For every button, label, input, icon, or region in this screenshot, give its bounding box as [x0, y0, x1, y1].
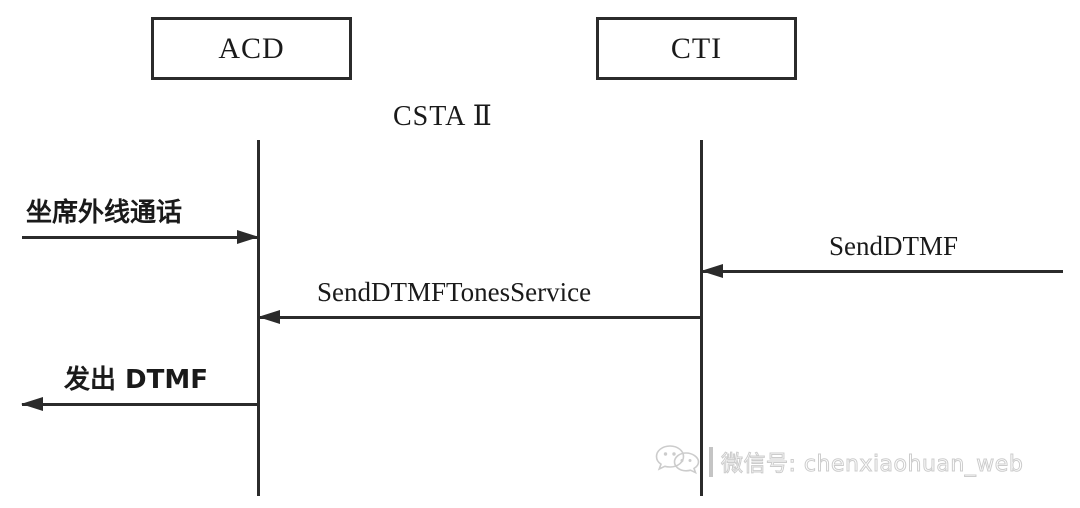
message-line-send-dtmf	[702, 270, 1063, 273]
message-label-agent-call: 坐席外线通话	[26, 198, 183, 229]
watermark: 微信号: chenxiaohuan_web	[655, 443, 1023, 480]
actor-box-acd: ACD	[151, 17, 352, 80]
message-line-agent-call	[22, 236, 258, 239]
arrowhead-left-emit-dtmf	[21, 397, 43, 411]
watermark-divider	[709, 446, 713, 477]
protocol-label-csta: CSTA Ⅱ	[393, 101, 493, 132]
arrowhead-right-agent-call	[237, 230, 259, 244]
wechat-icon	[655, 443, 701, 480]
arrowhead-left-send-dtmf	[701, 264, 723, 278]
message-line-tones-service	[259, 316, 701, 319]
watermark-text: 微信号: chenxiaohuan_web	[720, 451, 1024, 477]
actor-box-cti: CTI	[596, 17, 797, 80]
arrowhead-left-tones-service	[258, 310, 280, 324]
message-line-emit-dtmf	[22, 403, 258, 406]
message-label-send-dtmf: SendDTMF	[829, 231, 959, 262]
message-label-emit-dtmf: 发出 DTMF	[64, 365, 209, 396]
message-label-tones-service: SendDTMFTonesService	[317, 277, 592, 308]
actor-label-cti: CTI	[670, 31, 723, 65]
actor-label-acd: ACD	[218, 31, 285, 65]
lifeline-cti	[700, 140, 703, 496]
